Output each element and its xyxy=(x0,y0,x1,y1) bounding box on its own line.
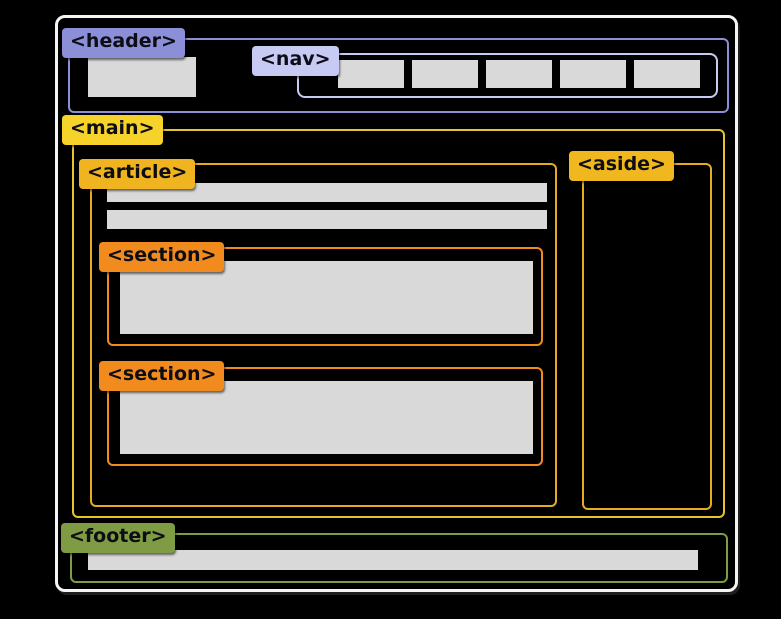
aside-box xyxy=(582,163,712,510)
article-text-placeholder xyxy=(107,210,547,229)
logo-placeholder xyxy=(88,57,196,97)
nav-tag-label: <nav> xyxy=(252,46,339,76)
nav-item-placeholder xyxy=(634,60,700,88)
aside-tag-label: <aside> xyxy=(569,151,674,181)
section-content-placeholder xyxy=(120,261,533,334)
header-box xyxy=(68,38,729,113)
section-box-1 xyxy=(107,247,543,346)
article-box xyxy=(90,163,557,507)
article-text-placeholder xyxy=(107,183,547,202)
nav-item-placeholder xyxy=(486,60,552,88)
section-tag-label: <section> xyxy=(99,361,225,391)
nav-item-placeholder xyxy=(412,60,478,88)
footer-box xyxy=(70,533,728,583)
main-tag-label: <main> xyxy=(62,115,163,145)
nav-item-placeholder xyxy=(338,60,404,88)
section-box-2 xyxy=(107,367,543,466)
nav-items xyxy=(338,60,700,88)
nav-item-placeholder xyxy=(560,60,626,88)
article-tag-label: <article> xyxy=(79,159,196,189)
page-frame xyxy=(55,15,738,592)
header-tag-label: <header> xyxy=(62,28,185,58)
section-tag-label: <section> xyxy=(99,242,225,272)
footer-tag-label: <footer> xyxy=(61,523,175,553)
main-box xyxy=(72,129,725,518)
footer-content-placeholder xyxy=(88,550,698,570)
section-content-placeholder xyxy=(120,381,533,454)
